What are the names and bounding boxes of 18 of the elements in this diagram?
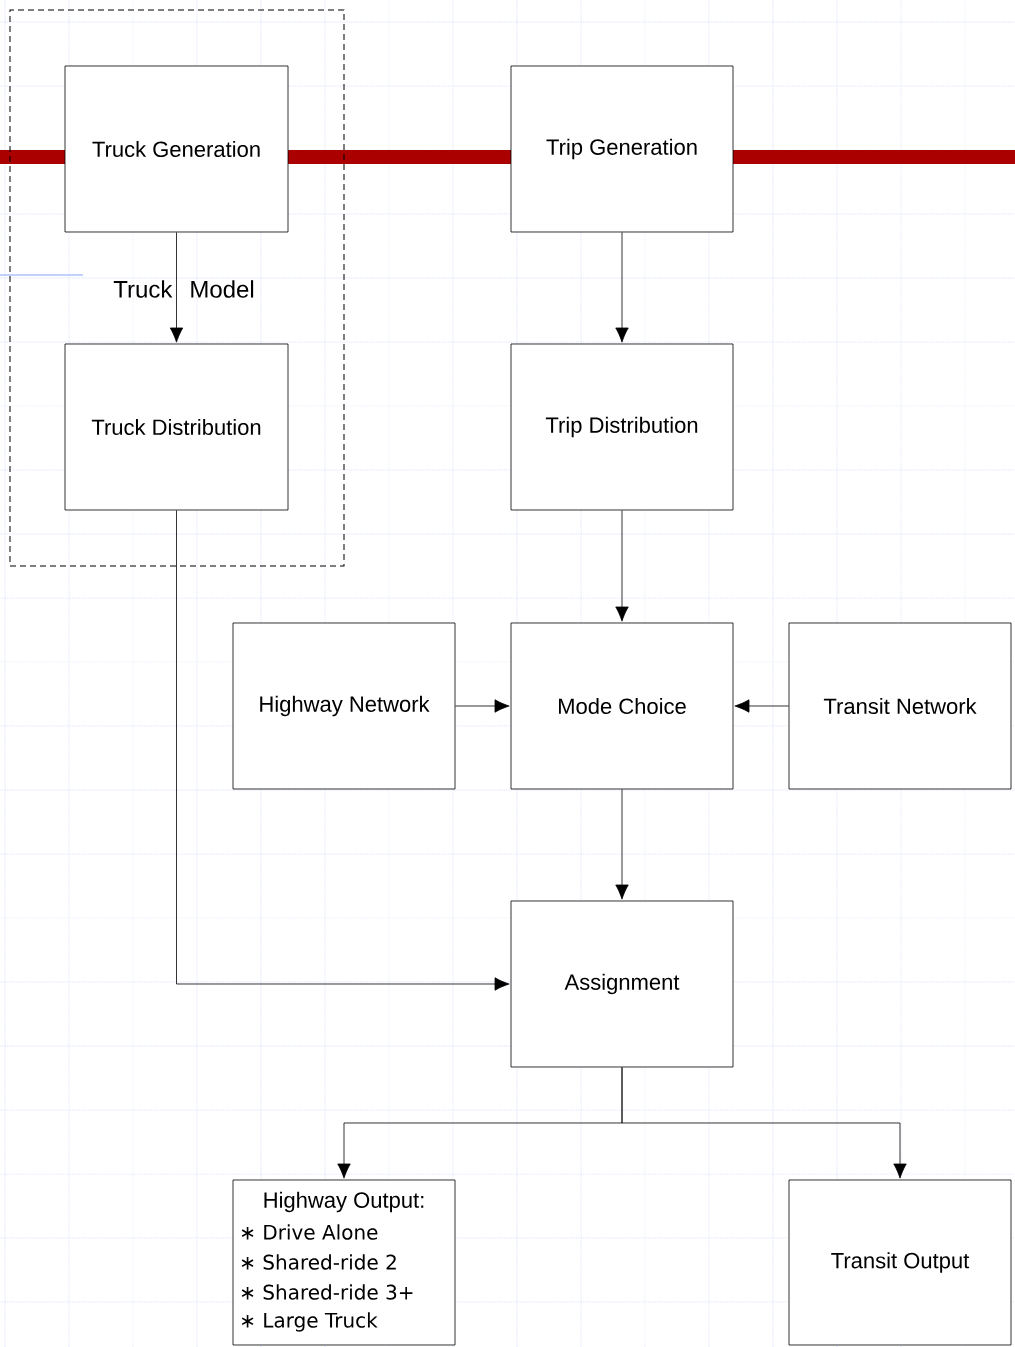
process-box: Truck Generation [64, 65, 289, 233]
arrow [176, 510, 510, 991]
arrow [615, 510, 629, 622]
arrow [455, 699, 510, 713]
process-box: Highway Network [232, 622, 456, 790]
process-box: Transit Output [788, 1179, 1012, 1346]
arrow [615, 789, 629, 900]
process-box: Highway Output: ∗ Drive Alone ∗ Shared-ride 2 ∗ Shared-ride 3+ ∗ Large Truck [232, 1179, 456, 1346]
process-box: Assignment [510, 900, 734, 1068]
arrow [615, 232, 629, 343]
process-box: Truck Distribution [64, 343, 289, 511]
arrow [734, 699, 789, 713]
arrow [169, 232, 184, 343]
arrow [621, 1067, 907, 1179]
process-box: Trip Distribution [510, 343, 734, 511]
process-box: Trip Generation [510, 65, 734, 233]
process-box: Mode Choice [510, 622, 734, 790]
process-box: Transit Network [788, 622, 1012, 790]
